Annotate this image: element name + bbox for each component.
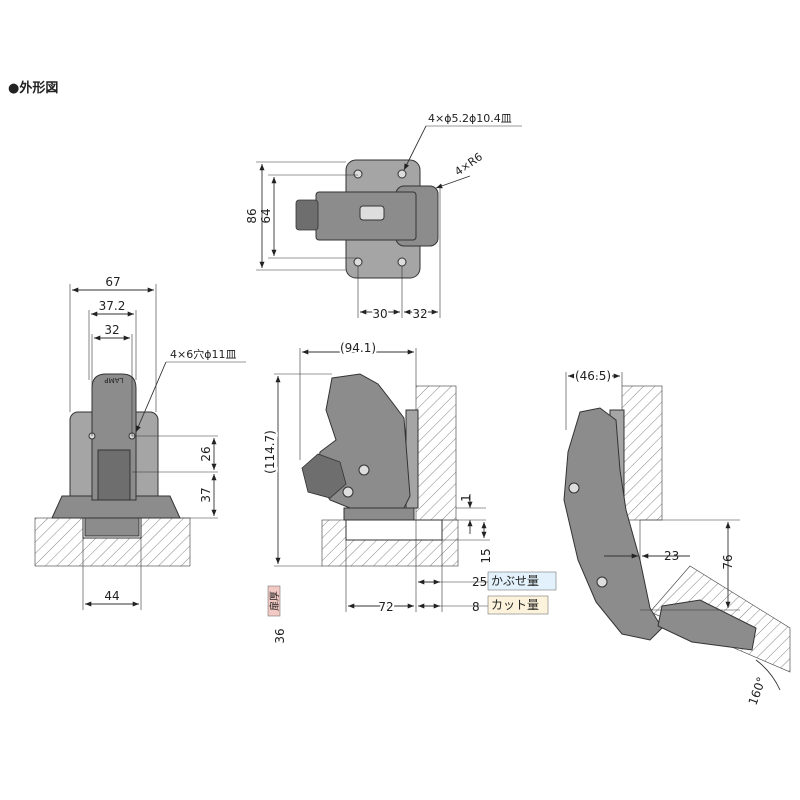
- side-view: (94.1) (114.7) 扉厚 36 1 15 25 かぶせ量 72 8 カ…: [261, 339, 557, 644]
- front-arm-slot: [97, 449, 131, 501]
- side-dim-15: 15: [479, 548, 493, 563]
- front-view: LAMP 67 37.2 32 4×6穴ϕ11皿 26 37 44: [34, 275, 246, 610]
- front-dim-37-2: 37.2: [99, 299, 126, 313]
- top-view-screw-hole: [353, 257, 363, 267]
- open-door-plate: [657, 599, 757, 651]
- open-angle-arc: [755, 659, 781, 691]
- front-dim-44: 44: [104, 589, 119, 603]
- side-dim-94-1: (94.1): [340, 341, 376, 355]
- top-view-adjust-screw: [295, 199, 319, 231]
- top-view-screw-hole: [397, 257, 407, 267]
- side-label-door-thickness: 扉厚: [268, 591, 281, 611]
- top-view: 86 64 30 32 4×ϕ5.2ϕ10.4皿 4×R6: [245, 112, 522, 323]
- open-angle-label: 160°: [746, 675, 769, 707]
- top-dim-86: 86: [245, 208, 259, 223]
- top-radius-note: 4×R6: [452, 150, 485, 178]
- top-dim-64: 64: [259, 208, 273, 223]
- open-dim-46-5: (46.5): [575, 369, 611, 383]
- open-pivot: [596, 576, 608, 588]
- top-hole-note: 4×ϕ5.2ϕ10.4皿: [428, 112, 512, 125]
- side-label-overlay: かぶせ量: [491, 574, 539, 588]
- side-cup: [343, 507, 415, 521]
- side-pivot: [358, 464, 370, 476]
- side-dim-8: 8: [472, 600, 480, 614]
- top-dim-32: 32: [412, 307, 427, 321]
- top-view-arm-slot: [359, 205, 385, 221]
- side-dim-36: 36: [273, 628, 287, 643]
- open-view: (46.5) 76 23 160°: [563, 367, 791, 707]
- side-pivot: [342, 486, 354, 498]
- side-dim-114-7: (114.7): [263, 430, 277, 474]
- front-dim-67: 67: [105, 275, 120, 289]
- side-hinge-detail: [301, 453, 347, 499]
- front-brand-label: LAMP: [104, 376, 123, 384]
- front-dim-26: 26: [199, 446, 213, 461]
- side-dim-1: 1: [459, 494, 473, 502]
- side-cabinet-wall: [415, 385, 457, 521]
- open-cabinet-wall: [621, 385, 663, 521]
- top-dim-30: 30: [372, 307, 387, 321]
- overlay-label-box: [487, 571, 557, 591]
- front-dim-32: 32: [104, 323, 119, 337]
- open-dim-23: 23: [664, 549, 679, 563]
- open-dim-76: 76: [721, 554, 735, 569]
- side-label-cut: カット量: [491, 598, 539, 612]
- cut-label-box: [487, 595, 549, 615]
- front-hole-note: 4×6穴ϕ11皿: [170, 347, 236, 361]
- top-view-screw-hole: [397, 169, 407, 179]
- door-thickness-label-box: [267, 585, 281, 617]
- section-title: ●外形図: [8, 80, 58, 96]
- open-pivot: [568, 482, 580, 494]
- side-cup-section: [345, 519, 443, 541]
- top-view-screw-hole: [353, 169, 363, 179]
- front-cup: [84, 517, 140, 537]
- side-dim-25: 25: [472, 575, 487, 589]
- front-dim-37: 37: [199, 487, 213, 502]
- side-dim-72: 72: [378, 600, 393, 614]
